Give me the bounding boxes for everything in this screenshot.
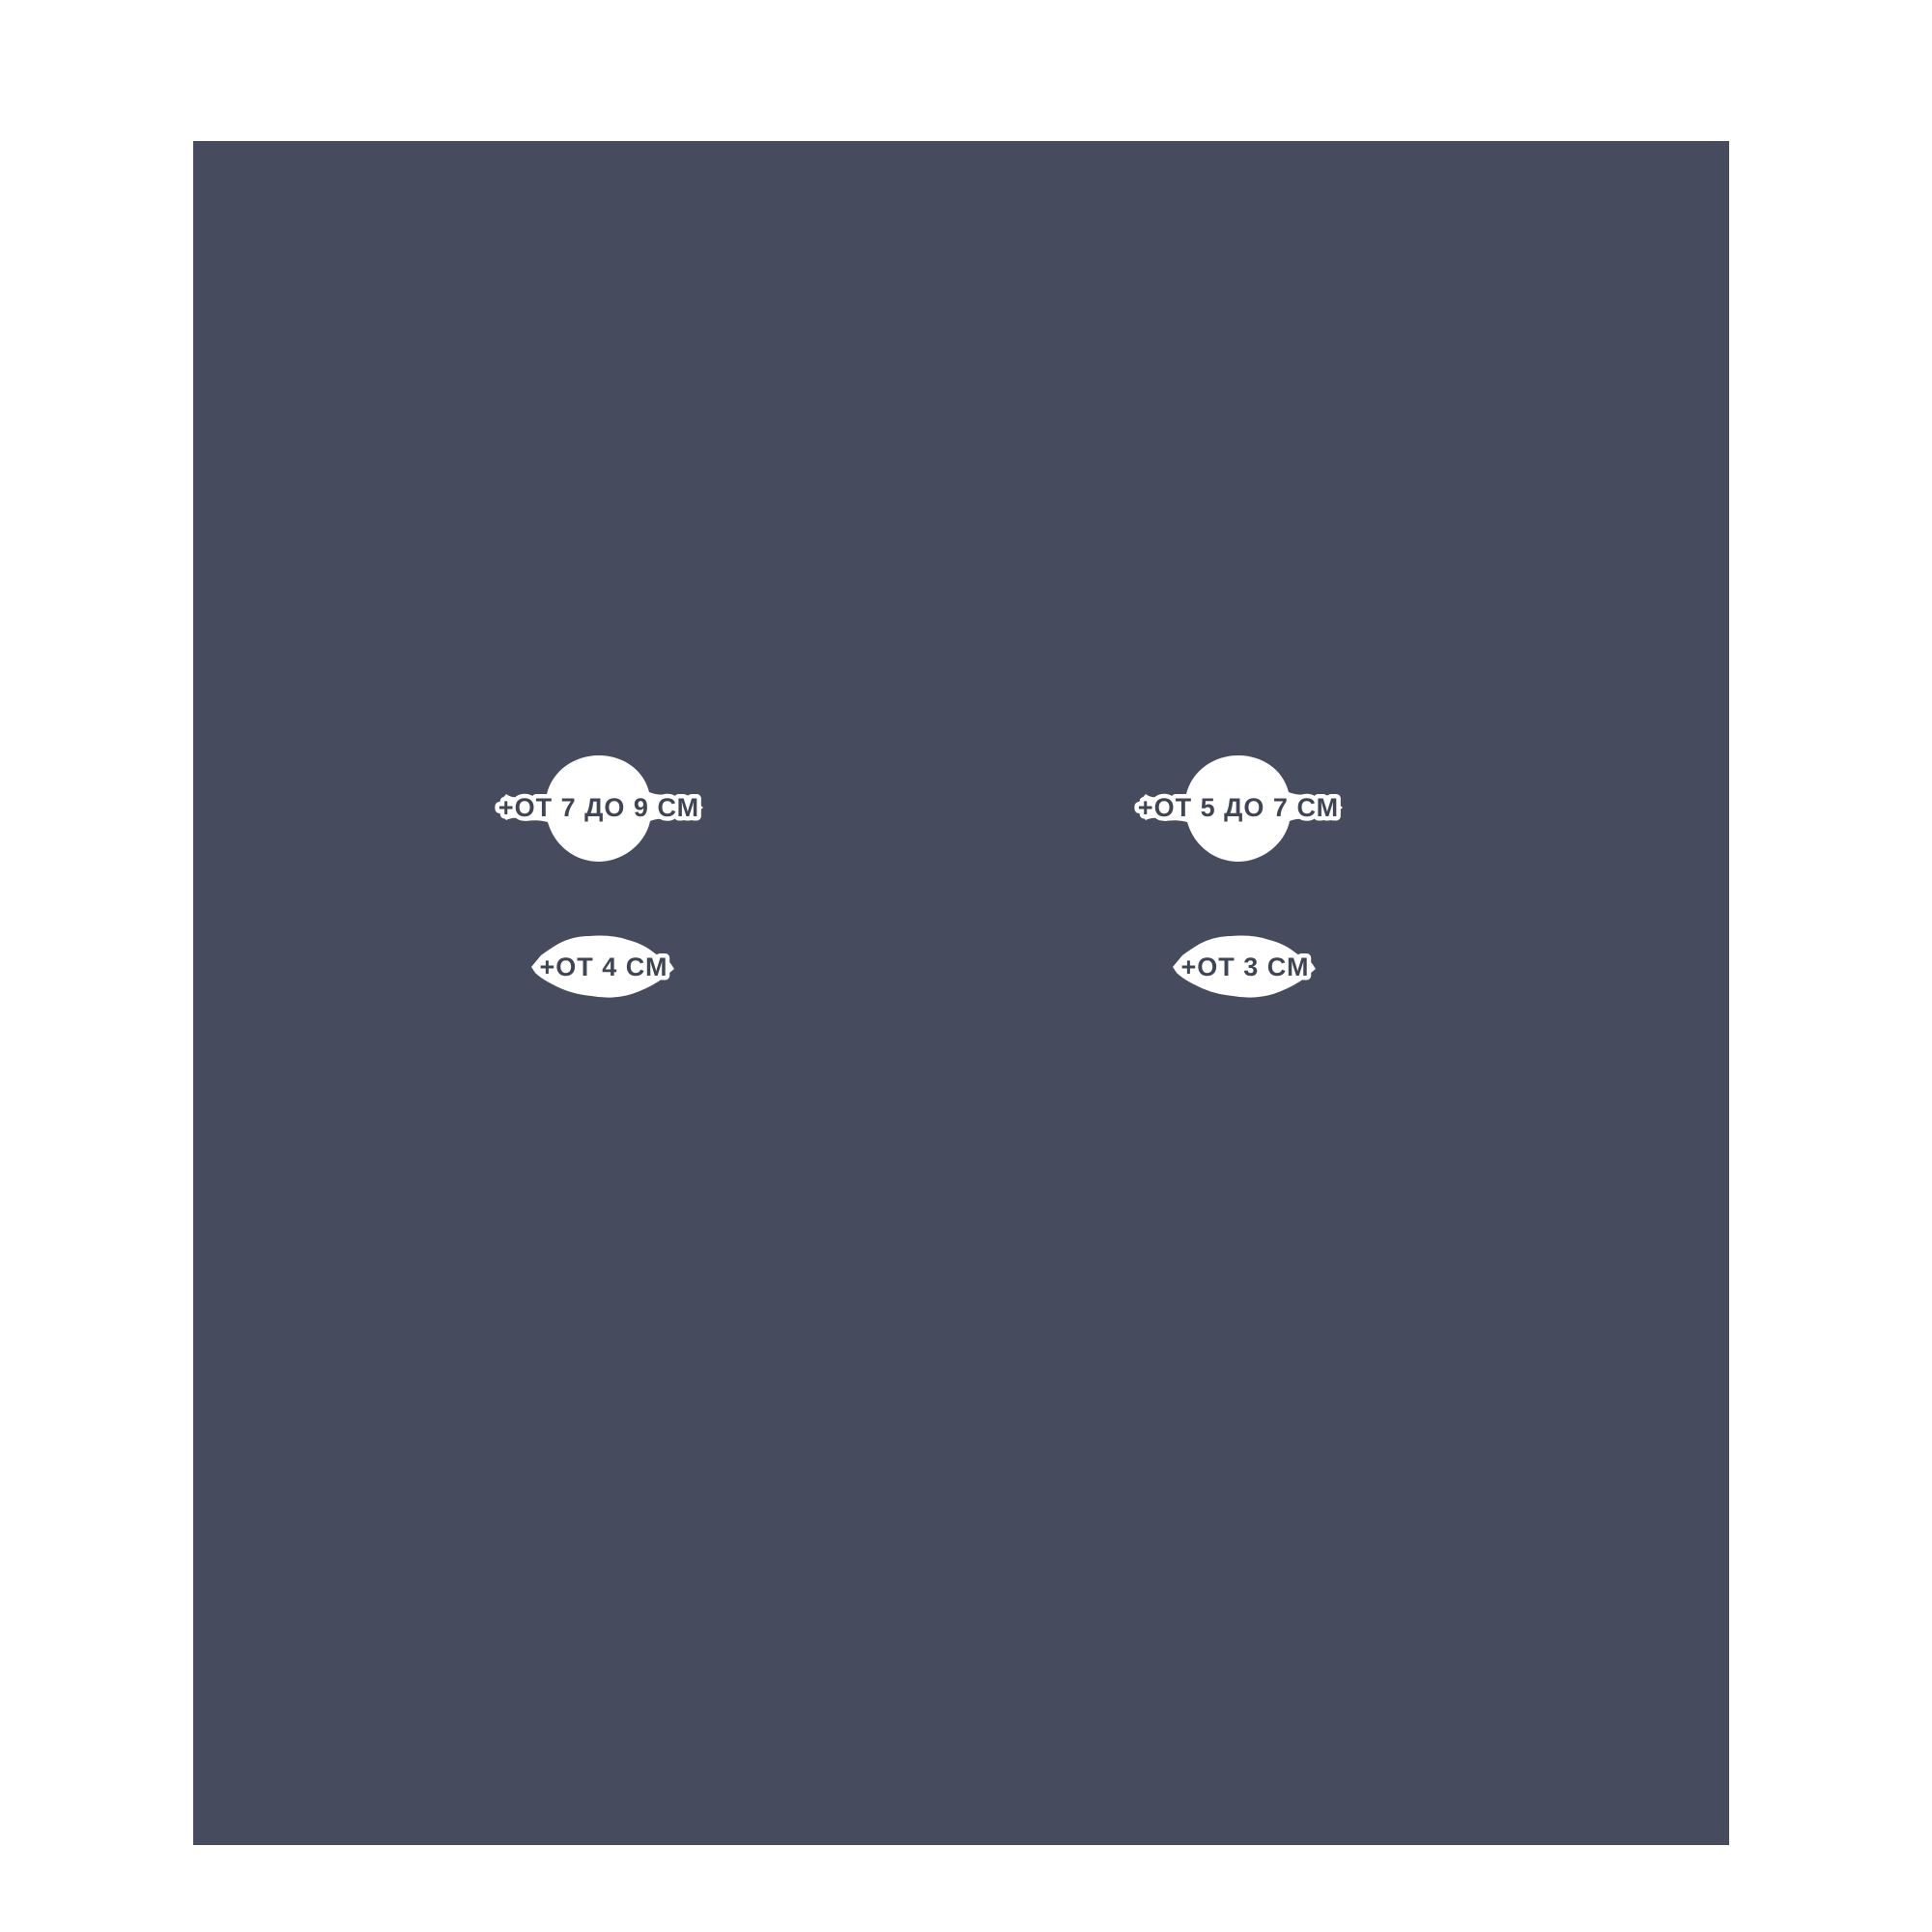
size-label: +ОТ 5 ДО 7 СМ xyxy=(1138,793,1339,822)
splash-blob-shape xyxy=(1173,935,1316,998)
splash-blob-graphic: +ОТ 7 ДО 9 СМ xyxy=(494,755,703,862)
splash-blob-shape xyxy=(495,755,703,862)
splash-blob-shape xyxy=(531,935,674,998)
size-callout-bottom-right: +ОТ 3 СМ xyxy=(1171,928,1321,1006)
size-callout-bottom-left: +ОТ 4 СМ xyxy=(529,928,679,1006)
splash-blob-graphic: +ОТ 5 ДО 7 СМ xyxy=(1133,755,1343,862)
background-panel: +ОТ 7 ДО 9 СМ +ОТ 5 ДО 7 СМ +ОТ 4 СМ +ОТ… xyxy=(193,141,1729,1845)
splash-blob-graphic: +ОТ 3 СМ xyxy=(1173,935,1316,998)
size-label: +ОТ 7 ДО 9 СМ xyxy=(498,793,699,822)
size-callout-top-left: +ОТ 7 ДО 9 СМ xyxy=(493,752,705,871)
size-callout-top-right: +ОТ 5 ДО 7 СМ xyxy=(1132,752,1345,871)
splash-blob-shape xyxy=(1134,755,1343,862)
splash-blob-graphic: +ОТ 4 СМ xyxy=(531,935,674,998)
size-label: +ОТ 3 СМ xyxy=(1181,952,1310,981)
size-label: +ОТ 4 СМ xyxy=(540,952,668,981)
